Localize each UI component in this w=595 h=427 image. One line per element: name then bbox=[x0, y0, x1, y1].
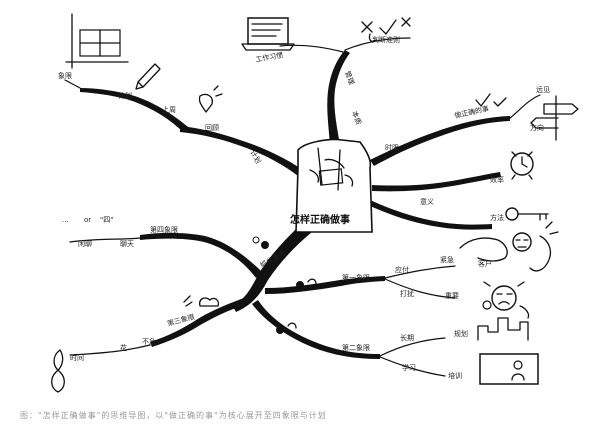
branch-trunk-top bbox=[327, 50, 350, 145]
branch-right-do-right bbox=[370, 116, 510, 166]
branch-upper-left-habit bbox=[80, 88, 188, 131]
worried-face-icon bbox=[482, 281, 530, 319]
check-x-marks-icon bbox=[361, 17, 411, 43]
pencil-icon bbox=[135, 63, 161, 90]
label-four-quote: "四" bbox=[100, 216, 113, 224]
label-not-urgent: 不急 bbox=[142, 337, 156, 346]
label-urgent: 紧急 bbox=[440, 255, 454, 264]
label-deadline: 时限 bbox=[385, 143, 399, 152]
label-learn: 学习 bbox=[402, 363, 416, 372]
label-plan-small: 计划 bbox=[118, 91, 132, 100]
branch-upper-left-plan bbox=[180, 126, 310, 181]
branch-right-efficiency bbox=[372, 172, 501, 192]
check-marks-icon bbox=[475, 93, 507, 107]
label-crisis: 应付 bbox=[395, 265, 409, 274]
label-q2: 第二象限 bbox=[342, 343, 370, 352]
branch-trunk-lower-left bbox=[232, 225, 312, 312]
label-manage: 管理 bbox=[343, 70, 356, 86]
label-interrupt: 打扰 bbox=[400, 289, 414, 298]
label-q4: 第四象限 bbox=[150, 225, 178, 234]
label-time: 时间 bbox=[70, 353, 84, 362]
label-chat: 闲聊 bbox=[78, 239, 92, 248]
label-train: 培训 bbox=[448, 371, 462, 380]
label-do-right: 做正确的事 bbox=[454, 104, 490, 120]
branch-lower-left-q3 bbox=[150, 298, 248, 347]
branch-right-q1 bbox=[265, 276, 385, 294]
coffee-cup-icon bbox=[183, 295, 220, 307]
branch-right-q2 bbox=[252, 300, 380, 359]
label-spend: 花 bbox=[120, 343, 127, 352]
label-plan2: 规划 bbox=[454, 329, 468, 338]
key-icon bbox=[505, 207, 549, 221]
label-quadrant: 象限 bbox=[58, 71, 72, 80]
label-up-down: 上周 bbox=[162, 105, 176, 114]
label-direction: 方向 bbox=[530, 123, 544, 132]
phone-ring-icon bbox=[198, 85, 223, 113]
label-vision: 远见 bbox=[536, 86, 550, 94]
label-work-habit: 工作习惯 bbox=[255, 50, 284, 64]
label-longterm: 长期 bbox=[400, 333, 414, 342]
label-dots: ... bbox=[62, 216, 69, 224]
label-q1: 第一象限 bbox=[342, 273, 370, 282]
label-method: 方法 bbox=[490, 213, 504, 222]
label-meaning: 意义 bbox=[420, 197, 434, 206]
branch-paths bbox=[80, 50, 510, 359]
figure-caption: 图："怎样正确做事"的思维导图，以"做正确的事"为核心展开至四象限与计划 bbox=[20, 411, 327, 420]
label-or: or bbox=[84, 216, 91, 224]
branch-right-method bbox=[368, 200, 492, 230]
laptop-icon bbox=[241, 17, 295, 51]
alarm-clock-icon bbox=[510, 151, 534, 180]
label-chatter: 聊天 bbox=[120, 239, 134, 248]
label-review: 回顾 bbox=[205, 124, 219, 132]
running-person-icon bbox=[459, 221, 559, 272]
label-guests: 客户 bbox=[478, 259, 492, 268]
ball-icons bbox=[252, 236, 317, 334]
central-title: 怎样正确做事 bbox=[290, 213, 350, 226]
grid-chart-icon bbox=[65, 13, 129, 69]
city-skyline-icon bbox=[477, 317, 529, 341]
label-judge: 判断准则 bbox=[372, 35, 400, 44]
label-essence: 本质 bbox=[350, 110, 363, 126]
central-node[interactable]: 怎样正确做事 bbox=[290, 138, 373, 233]
label-important: 重要 bbox=[445, 292, 459, 300]
figure-eight-icon bbox=[51, 349, 65, 393]
signpost-icon bbox=[530, 95, 579, 141]
label-efficiency: 效率 bbox=[490, 175, 504, 184]
monitor-presentation-icon bbox=[479, 353, 539, 385]
branch-left-q4 bbox=[140, 232, 262, 278]
